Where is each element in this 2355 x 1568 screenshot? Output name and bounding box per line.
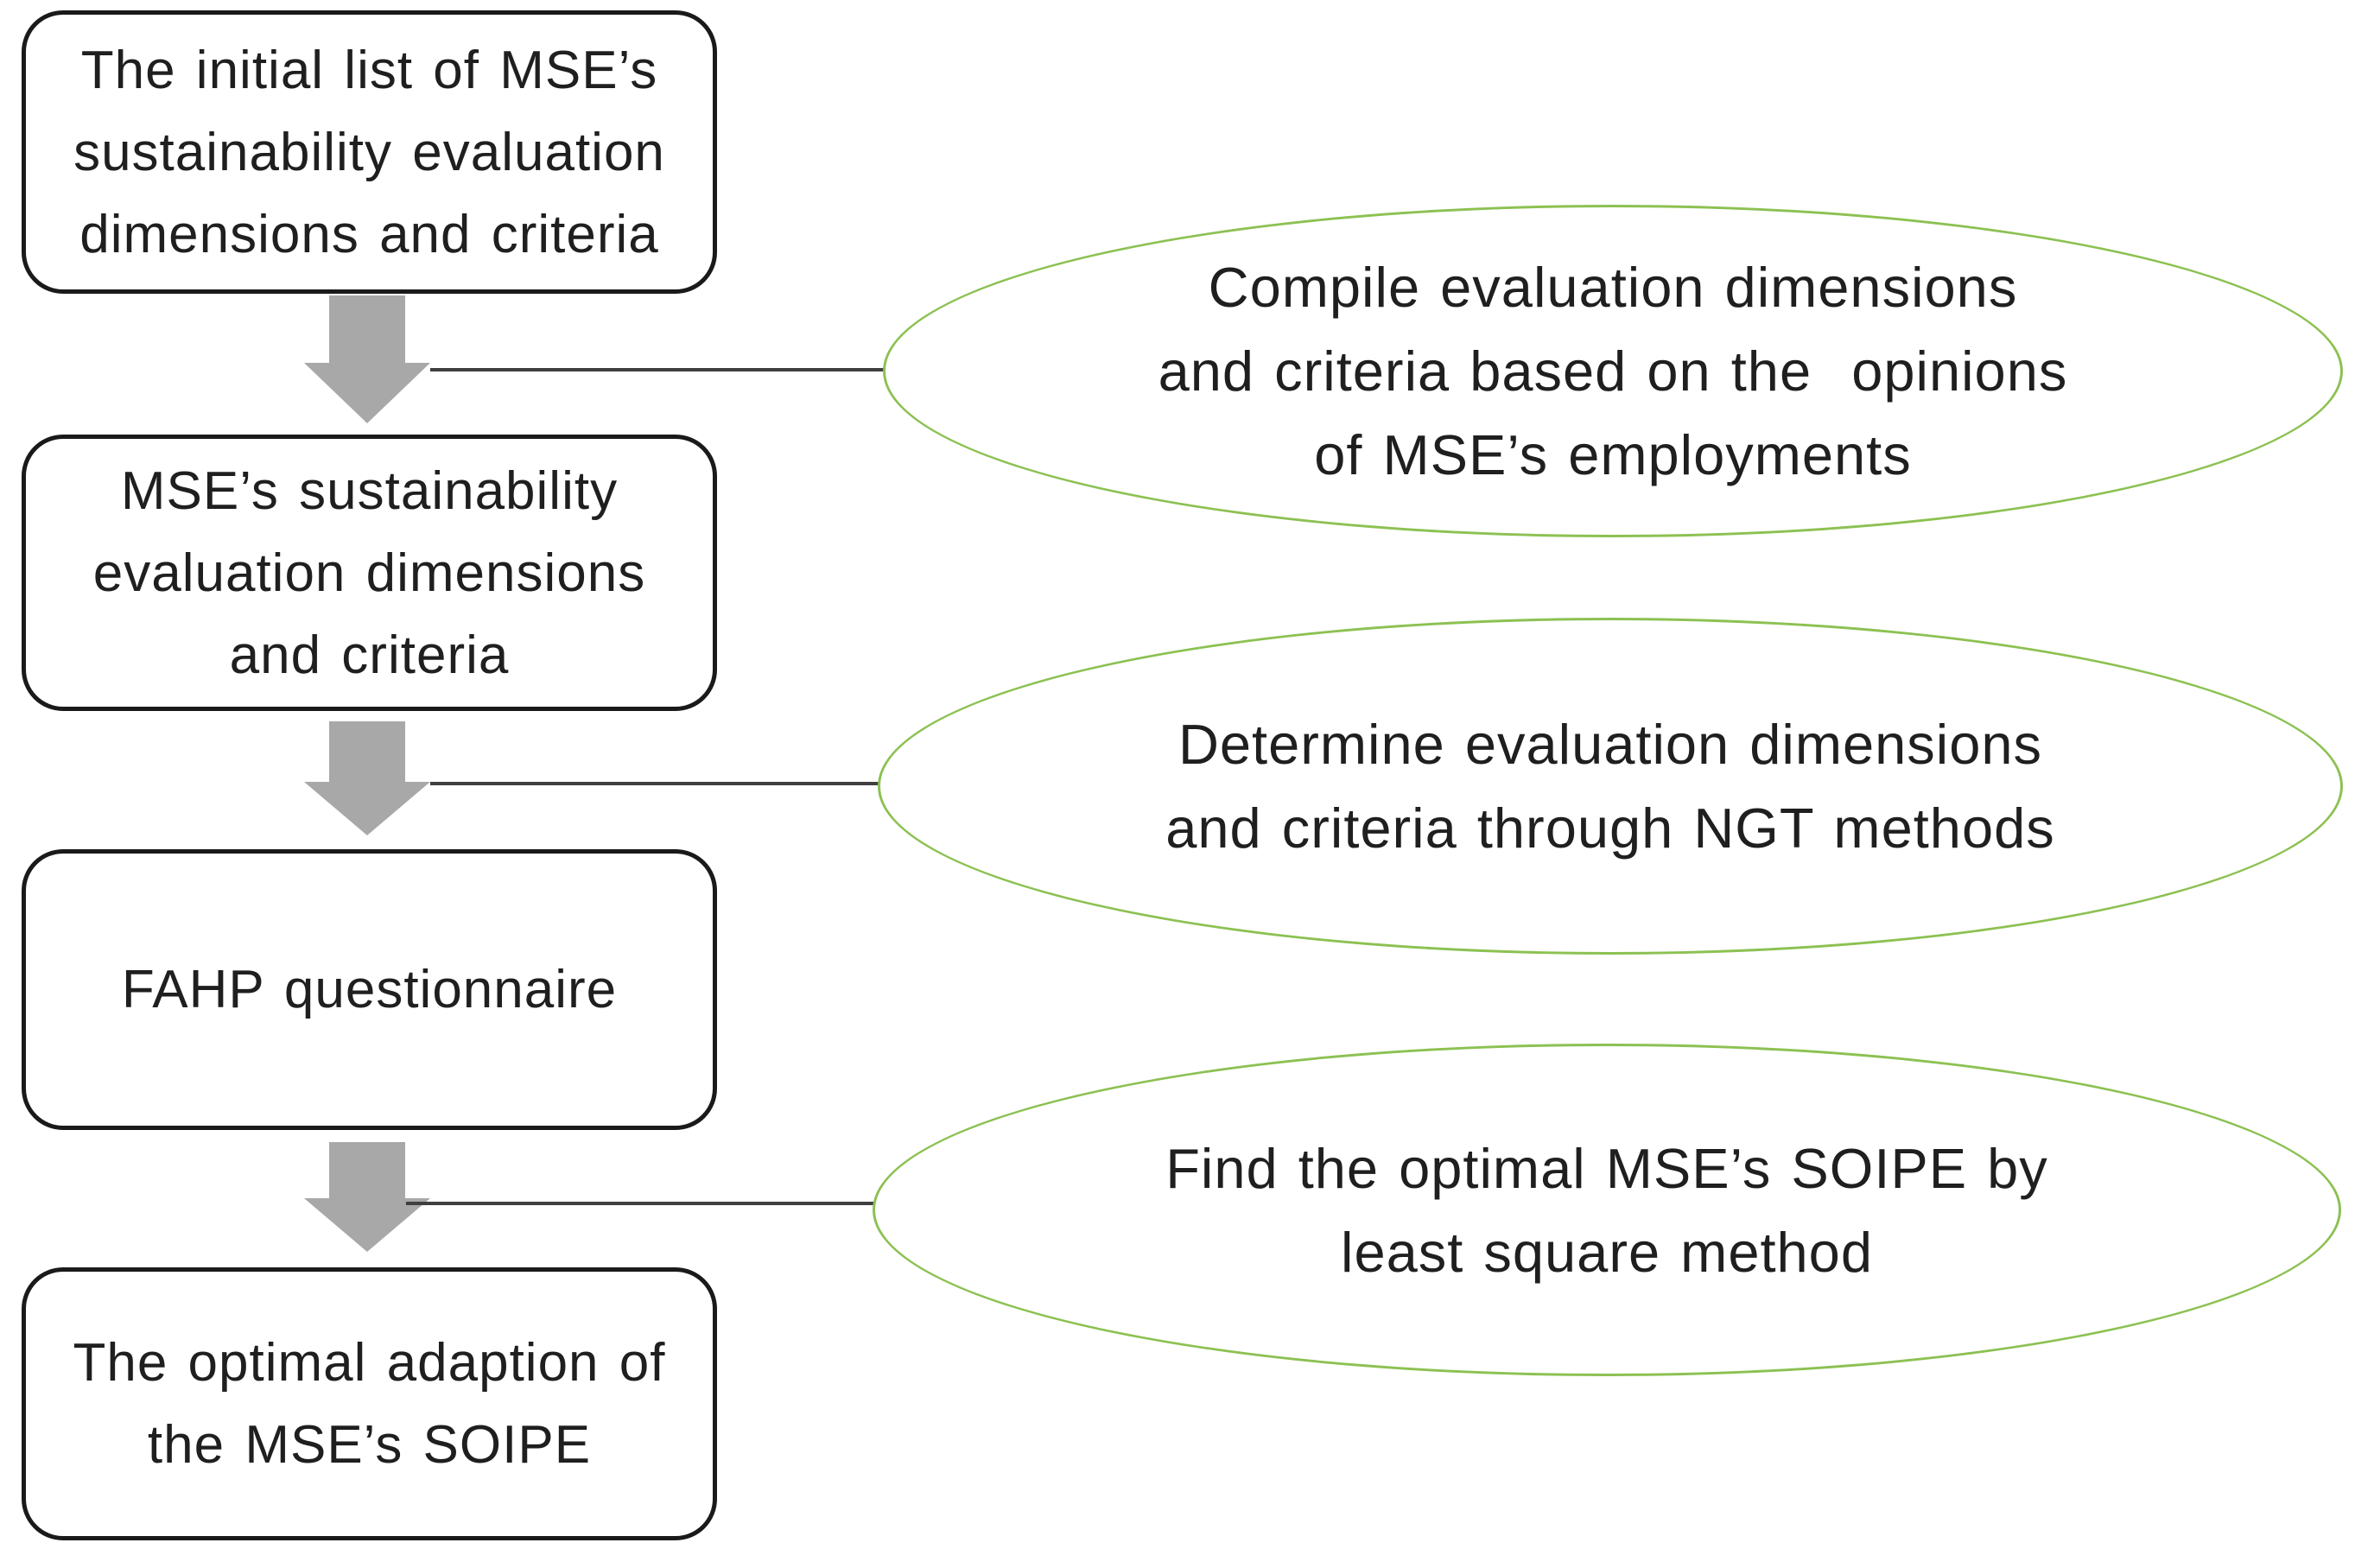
connector-line	[406, 1202, 890, 1205]
arrow-body	[329, 295, 405, 365]
text-line: Find the optimal MSE’s SOIPE by	[1165, 1136, 2048, 1200]
text-line: MSE’s sustainability	[120, 460, 619, 521]
arrow-body	[329, 721, 405, 784]
text-line: Determine evaluation dimensions	[1178, 713, 2043, 776]
text-line: of MSE’s employments	[1314, 423, 1912, 486]
down-arrow-icon	[304, 295, 430, 423]
ellipse-compile-dimensions: Compile evaluation dimensions and criter…	[883, 205, 2343, 537]
text-line: and criteria through NGT methods	[1165, 797, 2055, 860]
text-line: least square method	[1341, 1220, 1873, 1284]
text-line: and criteria based on the opinions	[1158, 340, 2068, 403]
text-line: and criteria	[229, 625, 510, 685]
arrow-body	[329, 1142, 405, 1200]
text-line: The initial list of MSE’s	[80, 40, 658, 100]
box-optimal-adaption: The optimal adaption of the MSE’s SOIPE	[22, 1267, 717, 1540]
text-line: FAHP questionnaire	[121, 960, 618, 1019]
ellipse-find-optimal-soipe: Find the optimal MSE’s SOIPE by least sq…	[873, 1044, 2341, 1376]
text-line: dimensions and criteria	[79, 204, 659, 264]
text-line: evaluation dimensions	[92, 543, 646, 603]
connector-line	[430, 368, 901, 371]
box-fahp-questionnaire: FAHP questionnaire	[22, 849, 717, 1130]
down-arrow-icon	[304, 721, 430, 835]
text-line: the MSE’s SOIPE	[147, 1415, 592, 1475]
arrow-head	[304, 1198, 430, 1252]
connector-line	[430, 782, 895, 785]
arrow-head	[304, 782, 430, 835]
text-line: Compile evaluation dimensions	[1208, 256, 2018, 319]
box-initial-list: The initial list of MSE’s sustainability…	[22, 10, 717, 294]
box-dimensions-criteria: MSE’s sustainability evaluation dimensio…	[22, 435, 717, 711]
text-line: sustainability evaluation	[73, 122, 665, 182]
ellipse-determine-ngt: Determine evaluation dimensions and crit…	[878, 618, 2343, 955]
down-arrow-icon	[304, 1142, 430, 1252]
arrow-head	[304, 363, 430, 423]
text-line: The optimal adaption of	[73, 1333, 666, 1393]
